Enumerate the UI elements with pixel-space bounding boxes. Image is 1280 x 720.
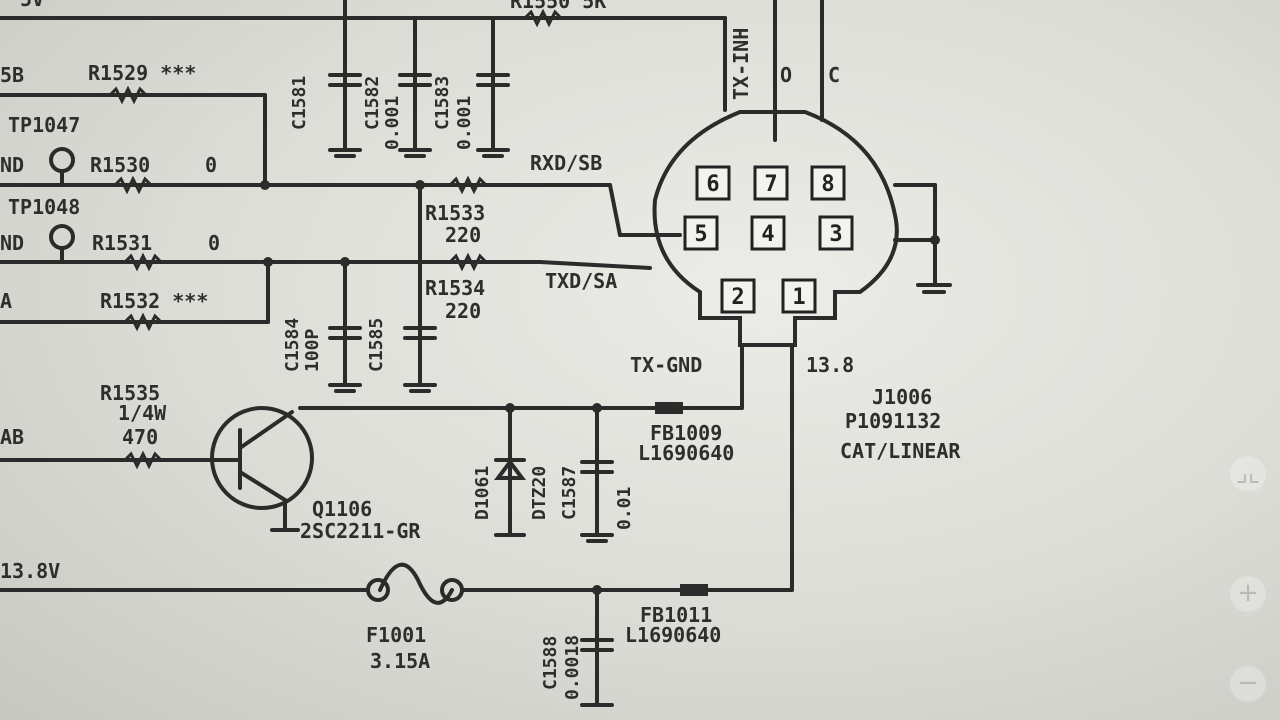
pin-5: 5 <box>694 222 707 247</box>
label-r1531-value: 0 <box>208 231 220 255</box>
label-ab: AB <box>0 425 24 449</box>
label-138v-left: 13.8V <box>0 559 60 583</box>
capacitor-c1588 <box>580 638 614 707</box>
wire-txd-pin <box>538 260 652 270</box>
label-j1006-part: P1091132 <box>845 409 941 433</box>
label-fb1011: FB1011 <box>640 603 712 627</box>
label-r1529: R1529 *** <box>88 61 196 85</box>
label-c1585: C1585 <box>366 318 387 372</box>
pin-6: 6 <box>706 172 719 197</box>
label-j1006-name: CAT/LINEAR <box>840 439 961 463</box>
pin-7: 7 <box>764 172 777 197</box>
capacitor-c1581 <box>328 73 362 158</box>
label-fb1011-part: L1690640 <box>625 623 721 647</box>
label-r1533-value: 220 <box>445 223 481 247</box>
label-c1588-value: 0.0018 <box>562 635 583 700</box>
label-f1001-value: 3.15A <box>370 649 430 673</box>
label-r1535-value: 470 <box>122 425 158 449</box>
label-c1583: C1583 <box>432 76 453 130</box>
label-f1001: F1001 <box>366 623 426 647</box>
label-r1532: R1532 *** <box>100 289 208 313</box>
label-rxd: RXD/SB <box>530 151 602 175</box>
label-txgnd: TX-GND <box>630 353 702 377</box>
pin-1: 1 <box>792 285 805 310</box>
ferrite-fb1009 <box>655 402 683 414</box>
label-r1550: R1550 5K <box>510 0 606 13</box>
pin-8: 8 <box>821 172 834 197</box>
capacitor-c1583 <box>476 73 510 158</box>
label-q1106: Q1106 <box>312 497 372 521</box>
testpoint-tp1048 <box>49 224 75 250</box>
label-fb1009-part: L1690640 <box>638 441 734 465</box>
label-r1533: R1533 <box>425 201 485 225</box>
label-c1582-value: 0.001 <box>382 96 403 150</box>
label-fb1009: FB1009 <box>650 421 722 445</box>
capacitor-c1582 <box>398 73 432 158</box>
capacitor-c1587 <box>580 460 614 543</box>
pin-3: 3 <box>829 222 842 247</box>
label-c1582: C1582 <box>362 76 383 130</box>
label-tp1048: TP1048 <box>8 195 80 219</box>
capacitor-c1584 <box>328 326 362 393</box>
label-c1587: C1587 <box>559 466 580 520</box>
label-o: O <box>780 63 792 87</box>
pin-2: 2 <box>731 285 744 310</box>
label-d1061-part: DTZ20 <box>529 466 550 520</box>
label-q1106-part: 2SC2211-GR <box>300 519 421 543</box>
label-c1583-value: 0.001 <box>454 96 475 150</box>
label-c1587-value: 0.01 <box>614 487 635 530</box>
label-r1530-value: 0 <box>205 153 217 177</box>
resistor-r1530 <box>113 175 153 195</box>
label-nd1: ND <box>0 153 24 177</box>
label-r1535-rating: 1/4W <box>118 401 167 425</box>
label-d1061: D1061 <box>472 466 493 520</box>
pin-4: 4 <box>761 222 774 247</box>
label-tp1047: TP1047 <box>8 113 80 137</box>
label-c: C <box>828 63 840 87</box>
resistor-r1531 <box>123 252 163 272</box>
label-c1584: C1584 <box>282 318 303 372</box>
zoom-in-icon[interactable]: + <box>1230 576 1266 612</box>
connector-j1006 <box>652 110 952 347</box>
resistor-r1529 <box>108 85 148 105</box>
wire-rxd-pin <box>608 183 622 237</box>
resistor-r1534 <box>448 252 488 272</box>
label-c1584-value: 100P <box>302 328 323 372</box>
label-r1534-value: 220 <box>445 299 481 323</box>
label-c1588: C1588 <box>540 636 561 690</box>
zoom-out-icon[interactable]: − <box>1230 666 1266 702</box>
label-5b: 5B <box>0 63 24 87</box>
label-nd2: ND <box>0 231 24 255</box>
label-r1534: R1534 <box>425 276 485 300</box>
label-txinh: TX-INH <box>729 28 753 100</box>
label-r1531: R1531 <box>92 231 152 255</box>
label-r1530: R1530 <box>90 153 150 177</box>
label-r1535: R1535 <box>100 381 160 405</box>
label-5v: 5V <box>20 0 44 11</box>
label-c1581: C1581 <box>289 76 310 130</box>
label-a: A <box>0 289 12 313</box>
junction-dot <box>260 180 270 190</box>
fuse-f1001 <box>378 562 454 605</box>
resistor-r1550 <box>523 8 563 28</box>
zener-d1061 <box>494 458 526 537</box>
capacitor-c1585 <box>403 326 437 393</box>
label-138: 13.8 <box>806 353 854 377</box>
ferrite-fb1011 <box>680 584 708 596</box>
transistor-q1106 <box>0 406 314 532</box>
resistor-r1533 <box>448 175 488 195</box>
label-txd: TXD/SA <box>545 269 617 293</box>
label-j1006: J1006 <box>872 385 932 409</box>
testpoint-tp1047 <box>49 147 75 173</box>
resistor-r1532 <box>123 312 163 332</box>
minimize-icon[interactable]: ⌟⌞ <box>1230 456 1266 492</box>
resistor-r1535 <box>123 450 163 470</box>
